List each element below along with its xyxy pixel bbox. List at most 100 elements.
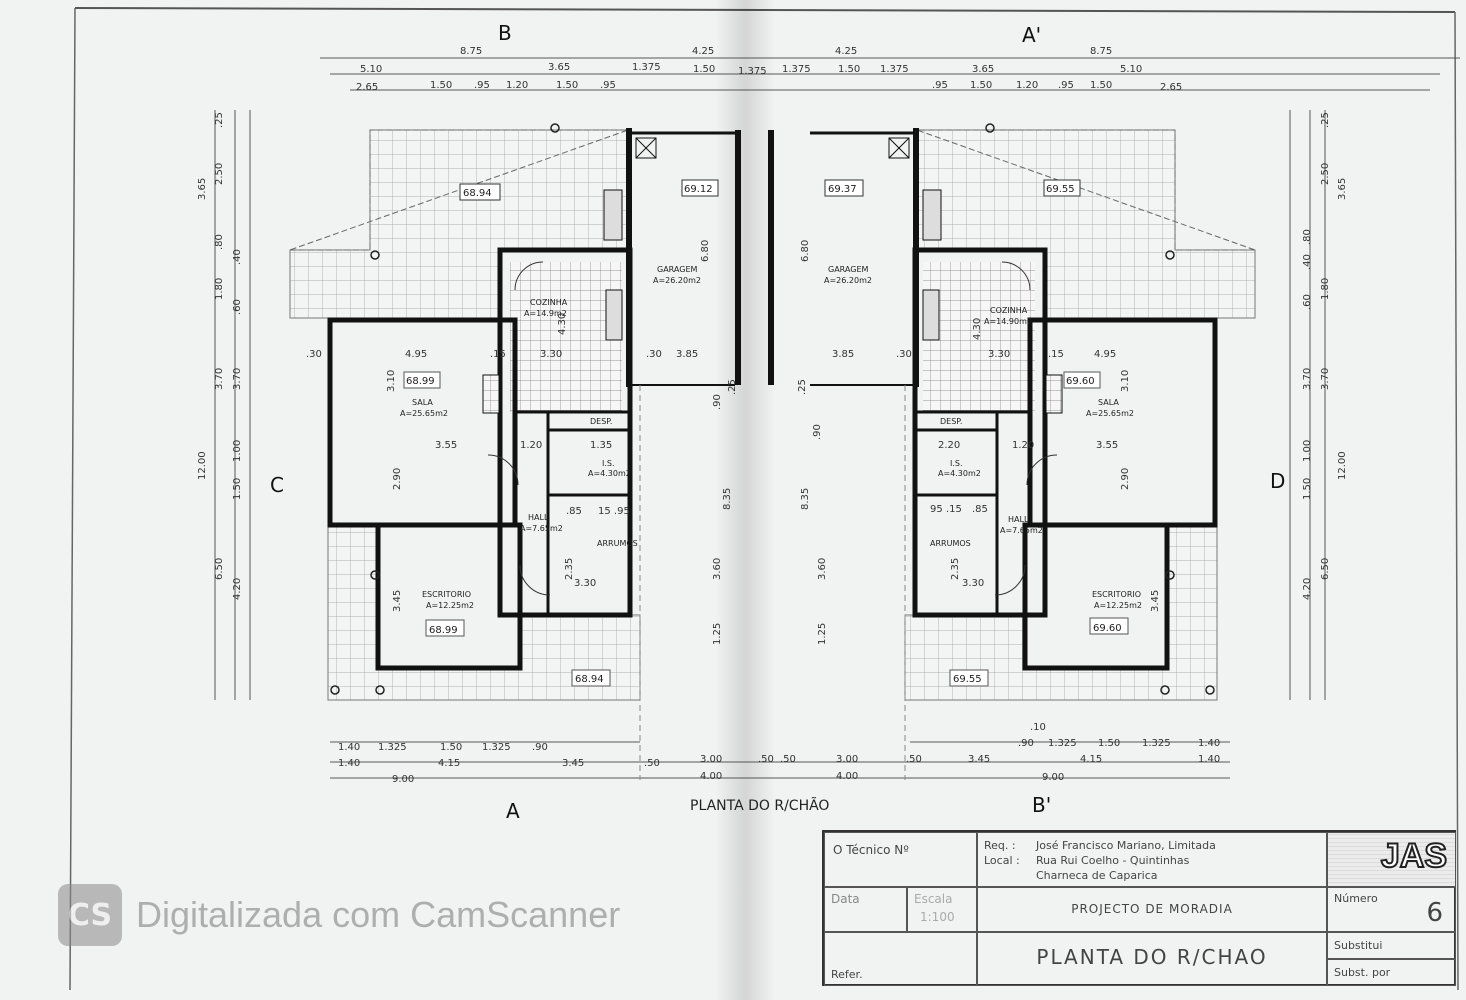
substitui-cell: Substitui: [1327, 932, 1456, 959]
dim: 1.50: [1302, 478, 1313, 500]
column: [1160, 685, 1170, 695]
dim: .80: [214, 234, 225, 250]
dim: 1.375: [880, 64, 909, 75]
kitchen-counter: [603, 189, 623, 241]
dim: 4.00: [700, 771, 722, 782]
column: [985, 123, 995, 133]
pantry-name: DESP.: [590, 417, 612, 426]
dim: 1.50: [838, 64, 860, 75]
drive-dim: 1.25: [712, 623, 723, 645]
wall-dim: .30: [646, 349, 662, 360]
dim: 3.65: [1337, 178, 1348, 200]
dim: 1.50: [970, 80, 992, 91]
frame-left: [69, 7, 76, 991]
local-line1: Rua Rui Coelho - Quintinhas: [1036, 854, 1190, 867]
front-level: 69.55: [953, 674, 982, 685]
storage-dim: 2.35: [564, 558, 575, 580]
living-area: A=25.65m2: [1086, 409, 1134, 418]
dim: .50: [758, 754, 774, 765]
logo-cell: JAS: [1327, 832, 1456, 887]
dim: 3.00: [836, 754, 858, 765]
door-swing: [1001, 261, 1031, 291]
dim: 8.75: [460, 46, 482, 57]
dim: 1.325: [1048, 738, 1077, 749]
dim: 3.00: [700, 754, 722, 765]
hall-area: A=7.65m2: [520, 524, 563, 533]
hall-width: 1.20: [520, 440, 542, 451]
right-unit-labels: 69.37 69.55 GARAGEM A=26.20m2 6.80 3.85 …: [797, 179, 1161, 687]
dim: 8.75: [1090, 46, 1112, 57]
storage-dim: 15 .95: [598, 506, 630, 517]
garage-name: GARAGEM: [828, 265, 868, 274]
terrace-level: 68.94: [463, 188, 492, 199]
dim: 1.40: [1198, 754, 1220, 765]
living-level: 68.99: [406, 376, 435, 387]
number-cell: Número 6: [1327, 887, 1456, 932]
dim: 3.70: [232, 368, 243, 390]
dimension-lines: [214, 57, 1460, 779]
section-marker-b: B: [498, 21, 512, 45]
local-line2: Charneca de Caparica: [1036, 869, 1158, 882]
dim: 1.40: [338, 742, 360, 753]
storage-dim: .85: [972, 504, 988, 515]
dim: 1.20: [506, 80, 528, 91]
garage-name: GARAGEM: [657, 265, 697, 274]
section-marker-c: C: [270, 473, 284, 497]
dim: 3.65: [972, 64, 994, 75]
escala-label: Escala: [914, 892, 953, 906]
living-width: 4.95: [405, 349, 427, 360]
bottom-dimensions: 1.40 1.325 1.50 1.325 .90 .10 .90 1.325 …: [338, 722, 1220, 785]
camscanner-watermark: CS Digitalizada com CamScanner: [58, 884, 620, 946]
drive-dim: .25: [727, 379, 738, 395]
door-swing: [1026, 454, 1058, 486]
kitchen-counter: [922, 189, 942, 241]
drive-dim: 3.60: [817, 558, 828, 580]
office-walls: [375, 522, 523, 671]
dim: 3.45: [562, 758, 584, 769]
dim: 3.70: [214, 368, 225, 390]
dim: .90: [532, 742, 548, 753]
dim: 1.375: [632, 62, 661, 73]
drive-dim: 1.25: [817, 623, 828, 645]
kitchen-floor: [923, 262, 1035, 412]
office-name: ESCRITORIO: [422, 590, 471, 599]
dim: 4.25: [835, 46, 857, 57]
garage-width: 3.85: [676, 349, 698, 360]
living-name: SALA: [1098, 398, 1119, 407]
top-dimensions: 8.75 4.25 4.25 8.75 5.10 3.65 1.375 1.50…: [356, 46, 1182, 93]
kitchen-area: A=14.90m2: [984, 317, 1032, 326]
dim: 4.00: [836, 771, 858, 782]
office-level: 68.99: [429, 625, 458, 636]
left-side-dimensions: 3.65 2.50 .25 .80 1.80 .40 .60 3.70 3.70…: [197, 112, 243, 600]
living-area: A=25.65m2: [400, 409, 448, 418]
subst-por-cell: Subst. por: [1327, 959, 1456, 986]
dim: .60: [232, 299, 243, 315]
dim: .50: [780, 754, 796, 765]
dim: .95: [474, 80, 490, 91]
storage-dim: 3.30: [574, 578, 596, 589]
dim: 9.00: [392, 774, 414, 785]
column: [375, 685, 385, 695]
flue: [888, 137, 910, 159]
drive-dim: 8.35: [800, 488, 811, 510]
drawing-title: PLANTA DO R/CHÃO: [690, 797, 829, 814]
column: [1165, 570, 1175, 580]
storage-dim: .85: [566, 506, 582, 517]
door-swing: [519, 564, 551, 596]
dim: 1.50: [693, 64, 715, 75]
refer-cell: Refer.: [824, 932, 977, 986]
refer-label: Refer.: [831, 968, 863, 981]
service-walls: [497, 247, 633, 618]
req-value: José Francisco Mariano, Limitada: [1036, 839, 1216, 852]
tecnico-cell: O Técnico Nº: [824, 832, 977, 887]
dim: 1.325: [378, 742, 407, 753]
dim: 12.00: [1337, 451, 1348, 480]
section-marker-a-prime: A': [1022, 23, 1041, 47]
jas-logo: JAS: [1380, 836, 1448, 876]
wc-name: I.S.: [602, 459, 615, 468]
dim: .95: [1058, 80, 1074, 91]
dim: 5.10: [1120, 64, 1142, 75]
office-area: A=12.25m2: [1094, 601, 1142, 610]
office-walls: [1022, 522, 1170, 671]
column: [1165, 250, 1175, 260]
